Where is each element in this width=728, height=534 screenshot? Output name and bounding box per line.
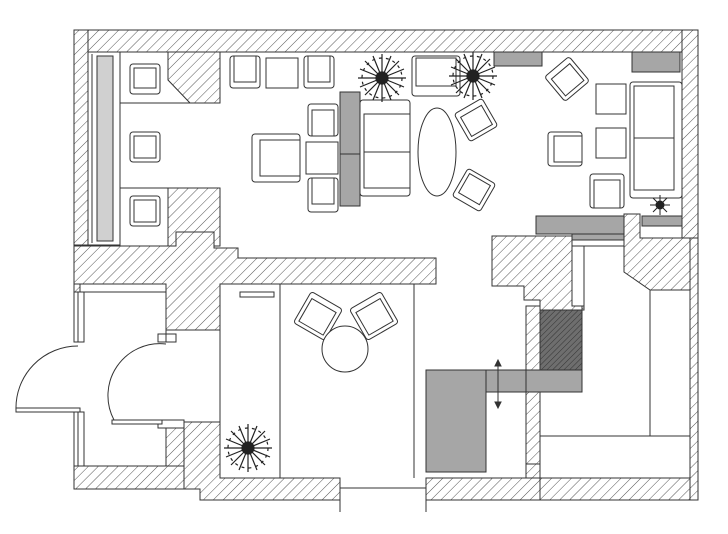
cafe-area bbox=[219, 284, 427, 512]
bar-counter-left bbox=[425, 369, 487, 473]
armchair-icon bbox=[454, 98, 498, 142]
dark-appliance bbox=[539, 309, 583, 371]
sofa-icon bbox=[629, 81, 683, 199]
armchair-icon bbox=[307, 103, 339, 137]
shelf-top-center bbox=[493, 51, 543, 67]
wall-kitchen-block bbox=[491, 235, 585, 311]
sofa-icon bbox=[411, 55, 461, 97]
armchair-icon bbox=[294, 292, 342, 340]
table-square bbox=[265, 57, 299, 89]
window-glass bbox=[96, 55, 114, 242]
armchair-icon bbox=[129, 131, 161, 163]
window-lounge bbox=[87, 51, 220, 246]
armchair-icon bbox=[229, 55, 261, 89]
armchair-icon bbox=[350, 292, 398, 340]
plant-icon bbox=[358, 54, 406, 102]
bar-counter-right bbox=[525, 369, 583, 393]
plant-icon bbox=[650, 195, 670, 215]
wall-left-upper bbox=[73, 29, 89, 246]
armchairs bbox=[129, 55, 683, 373]
counter-mid-right-strip bbox=[571, 233, 625, 241]
door-swing-icon bbox=[107, 343, 167, 425]
wall-bottom-right-b bbox=[539, 477, 699, 501]
sofa-back bbox=[339, 91, 361, 207]
wall-bottom bbox=[74, 425, 185, 467]
door-jamb-bottom bbox=[73, 411, 85, 467]
oval-table bbox=[417, 107, 457, 197]
armchair-icon bbox=[452, 168, 496, 212]
wall-bottom-corner bbox=[525, 463, 541, 479]
armchair-icon bbox=[303, 55, 335, 89]
wall-bottom-right-a bbox=[425, 477, 541, 501]
armchair-icon bbox=[129, 63, 161, 95]
plant-icon bbox=[449, 52, 497, 100]
door-jamb-top bbox=[73, 291, 85, 343]
wall-middle bbox=[73, 231, 437, 331]
armchair-icon bbox=[251, 133, 301, 183]
door-swing-icon bbox=[15, 345, 81, 413]
table-square bbox=[595, 83, 627, 115]
armchair-icon bbox=[547, 131, 583, 167]
wall-bottom-left bbox=[73, 465, 201, 490]
wall-top bbox=[73, 29, 699, 53]
wall-pier-top bbox=[167, 51, 221, 104]
bar-kitchen bbox=[413, 245, 691, 479]
wall-right-upper bbox=[681, 29, 699, 239]
table-square bbox=[595, 127, 627, 159]
shelf-top-right bbox=[631, 51, 681, 73]
counter-mid-right bbox=[535, 215, 625, 235]
wall-kitchen-right bbox=[623, 213, 691, 291]
table-square bbox=[305, 141, 339, 175]
entrance bbox=[15, 291, 185, 467]
double-arrow-icon bbox=[494, 358, 502, 410]
armchair-icon bbox=[129, 195, 161, 227]
armchair-icon bbox=[589, 173, 625, 209]
kitchen-table bbox=[539, 435, 691, 479]
armchair-icon bbox=[307, 177, 339, 213]
round-table bbox=[321, 325, 369, 373]
sofa-icon bbox=[359, 99, 411, 197]
inner-door-jamb-top bbox=[157, 333, 177, 343]
radiator bbox=[239, 291, 275, 298]
plant-icon bbox=[224, 424, 272, 472]
wall-right-lower bbox=[689, 237, 699, 501]
shelf-right-small bbox=[641, 215, 683, 227]
armchair-icon bbox=[545, 57, 589, 101]
bar-counter-mid bbox=[485, 369, 527, 393]
